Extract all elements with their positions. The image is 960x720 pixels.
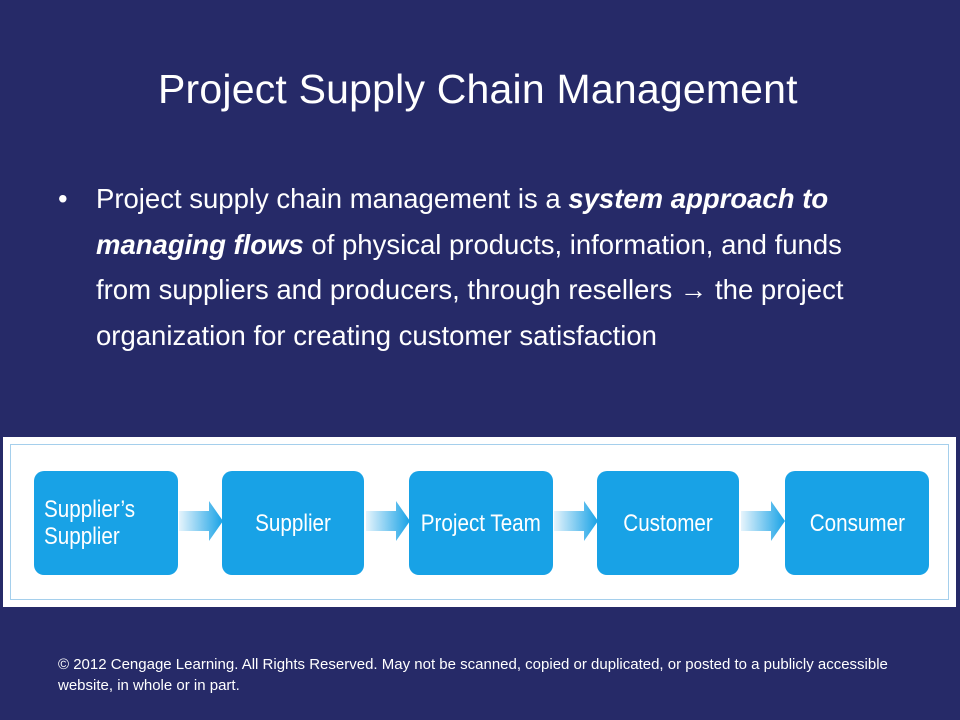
- box-suppliers-supplier: Supplier’s Supplier: [34, 471, 178, 575]
- slide-title: Project Supply Chain Management: [158, 66, 798, 112]
- box-consumer: Consumer: [785, 471, 929, 575]
- bullet-item: • Project supply chain management is a s…: [58, 176, 888, 358]
- flow-arrow-icon: [179, 501, 223, 541]
- bullet-text-middle: of physical products, information, and f…: [96, 228, 842, 306]
- copyright-notice: © 2012 Cengage Learning. All Rights Rese…: [58, 656, 888, 694]
- box-project-team: Project Team: [409, 471, 553, 575]
- box-label-line1: Supplier’s: [44, 496, 136, 523]
- flow-arrow-icon: [366, 501, 410, 541]
- box-label: Supplier: [255, 509, 331, 537]
- flow-arrow-icon: [554, 501, 598, 541]
- box-supplier: Supplier: [222, 471, 364, 575]
- right-arrow-icon: →: [679, 274, 708, 305]
- box-label-line2: Supplier: [44, 523, 120, 550]
- supply-chain-diagram: Supplier’s Supplier Supplier Project Tea…: [3, 437, 956, 607]
- box-label: Customer: [623, 509, 713, 537]
- bullet-text-start: Project supply chain management is a: [96, 183, 569, 214]
- box-label: Consumer: [809, 509, 905, 537]
- box-customer: Customer: [597, 471, 739, 575]
- box-label: Project Team: [420, 509, 542, 537]
- diagram-border: [10, 444, 949, 600]
- bullet-marker: •: [58, 183, 68, 214]
- bullet-text: Project supply chain management is a sys…: [96, 176, 888, 358]
- bullet-text-end: the project organization for creating cu…: [96, 274, 844, 351]
- bullet-emphasis: system approach to managing flows: [96, 183, 829, 260]
- flow-arrow-icon: [741, 501, 785, 541]
